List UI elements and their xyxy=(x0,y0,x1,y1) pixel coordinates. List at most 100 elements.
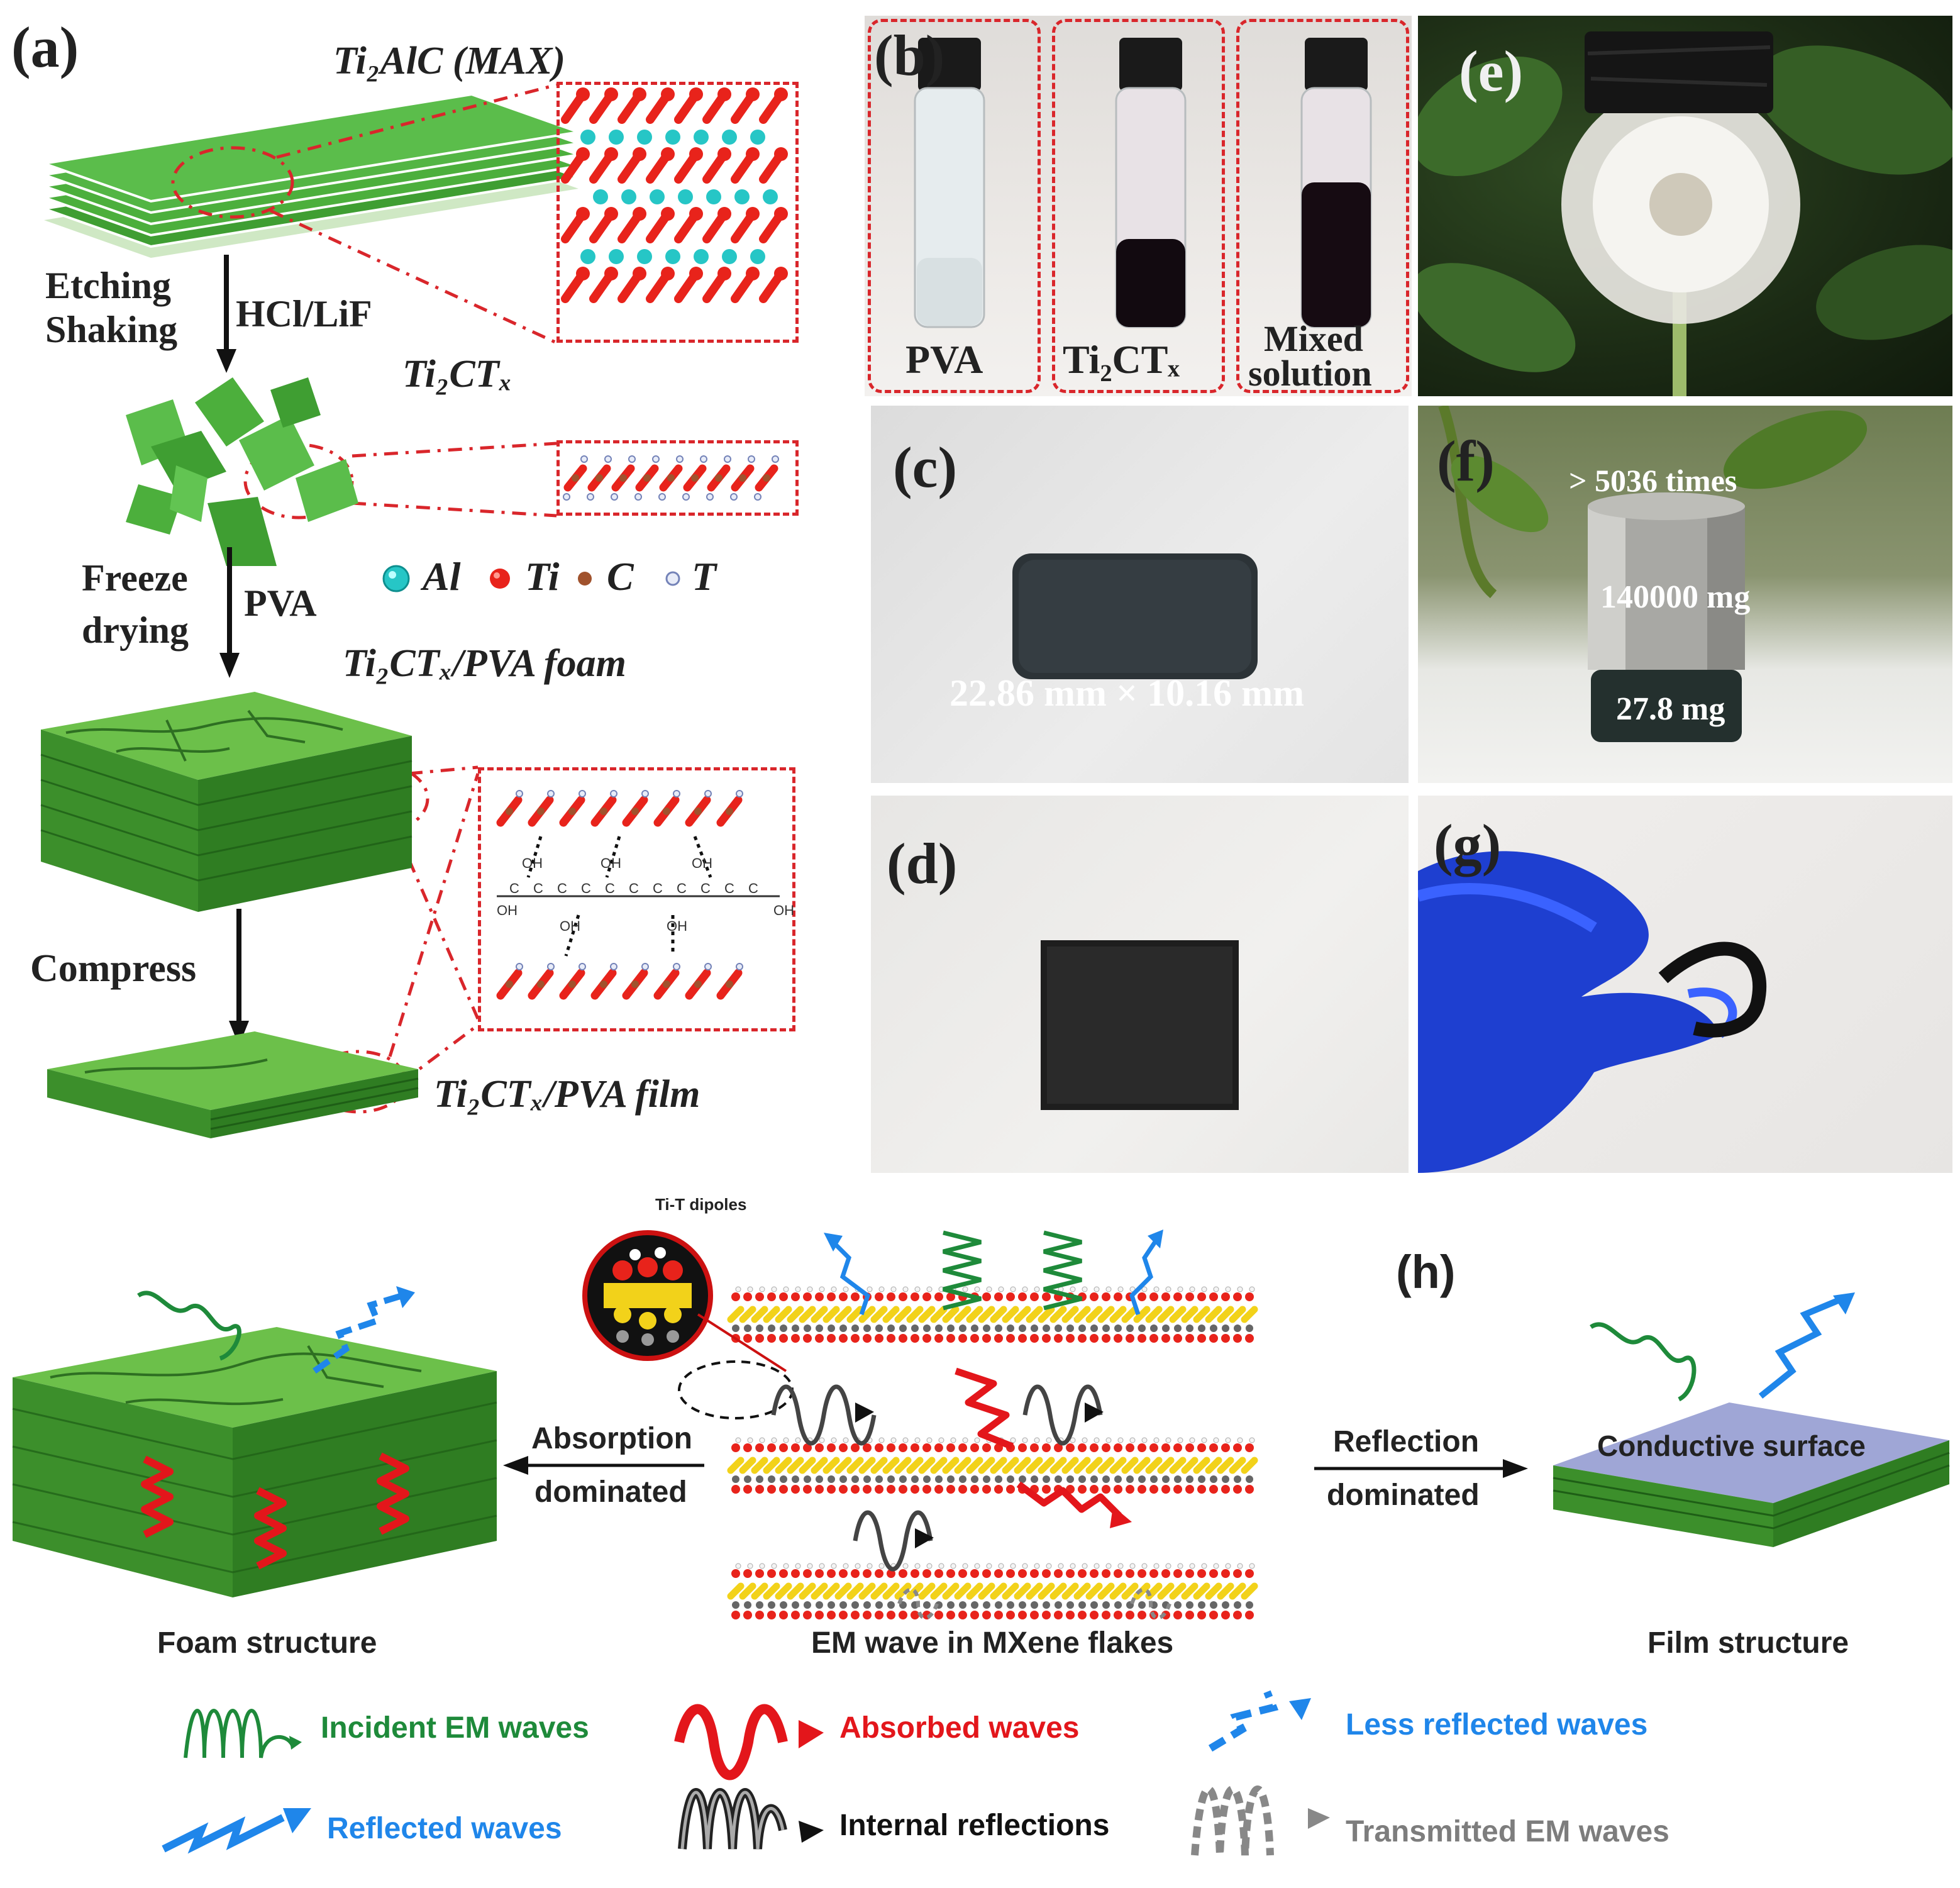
svg-text:OH: OH xyxy=(667,918,687,934)
svg-text:C: C xyxy=(677,880,687,896)
etching-label: Etching xyxy=(45,265,172,306)
vial-ti2ctx-frame xyxy=(1052,19,1225,393)
reflection-label: Reflection xyxy=(1333,1425,1480,1458)
vial-pva xyxy=(914,38,985,328)
svg-text:C: C xyxy=(533,880,543,896)
absorbed-wave-icon xyxy=(674,1704,824,1780)
svg-text:OH: OH xyxy=(560,918,580,934)
vial3-label-line1: Mixed xyxy=(1264,318,1363,359)
legend-reflected: Reflected waves xyxy=(327,1812,562,1845)
film-structure-illustration xyxy=(1553,1292,1950,1547)
panel-b-label: (b) xyxy=(874,23,945,87)
legend-incident: Incident EM waves xyxy=(321,1711,589,1745)
svg-text:OH: OH xyxy=(522,855,543,871)
svg-text:OH: OH xyxy=(692,855,712,871)
legend-c: C xyxy=(607,554,634,599)
panel-e-label: (e) xyxy=(1459,39,1524,103)
foam-title: Ti₂CTₓ/PVA foam xyxy=(343,642,626,685)
mxene-flakes xyxy=(126,377,358,566)
legend-ti: Ti xyxy=(525,554,560,599)
pva-label: PVA xyxy=(244,582,317,624)
vial3-label-line2: solution xyxy=(1248,353,1372,394)
foam-block xyxy=(40,692,412,912)
dipoles-label: Ti-T dipoles xyxy=(655,1195,747,1214)
panel-h-label: (h) xyxy=(1396,1246,1456,1298)
panel-d-label: (d) xyxy=(887,831,958,896)
panel-c-photo xyxy=(871,406,1409,783)
legend-less-reflected: Less reflected waves xyxy=(1346,1708,1648,1741)
panel-g-photo xyxy=(1418,796,1952,1173)
max-crystal-structure xyxy=(561,87,788,303)
hcl-lif-label: HCl/LiF xyxy=(236,293,372,335)
svg-text:OH: OH xyxy=(497,902,518,918)
mxene-layer-structure xyxy=(563,455,779,501)
max-title: Ti₂AlC (MAX) xyxy=(333,40,565,82)
panel-a-label: (a) xyxy=(11,15,79,79)
svg-text:C: C xyxy=(629,880,639,896)
absorption-dominated-label: dominated xyxy=(534,1475,687,1509)
arrow-absorption xyxy=(503,1456,704,1475)
panel-e-photo xyxy=(1418,16,1952,396)
film-sheet xyxy=(47,1031,419,1138)
mxene-layer-box xyxy=(556,440,799,516)
less-reflected-wave-icon xyxy=(1208,1690,1311,1752)
ti-atom-icon xyxy=(490,569,510,589)
compress-label: Compress xyxy=(30,947,197,990)
svg-text:C: C xyxy=(724,880,734,896)
drying-label: drying xyxy=(82,609,189,651)
pva-bond-box xyxy=(478,767,795,1031)
freeze-label: Freeze xyxy=(82,557,188,599)
max-crystal-box xyxy=(556,82,799,343)
vial1-label: PVA xyxy=(905,337,983,382)
svg-text:OH: OH xyxy=(773,902,794,918)
vial2-label: Ti₂CTₓ xyxy=(1063,337,1180,382)
svg-text:C: C xyxy=(653,880,663,896)
weight-label: 140000 mg xyxy=(1600,579,1751,615)
em-caption: EM wave in MXene flakes xyxy=(811,1626,1174,1660)
svg-text:OH: OH xyxy=(601,855,621,871)
svg-text:C: C xyxy=(509,880,519,896)
legend-absorbed: Absorbed waves xyxy=(839,1711,1080,1745)
vial-mixed-frame xyxy=(1236,19,1409,393)
svg-text:C: C xyxy=(557,880,567,896)
foam-structure-illustration xyxy=(12,1286,497,1597)
legend-transmitted: Transmitted EM waves xyxy=(1346,1815,1669,1848)
arrow-etching xyxy=(216,255,236,373)
legend-t: T xyxy=(692,554,717,599)
vial-mixed xyxy=(1300,38,1372,328)
sample-size-label: 22.86 mm × 10.16 mm xyxy=(950,672,1305,714)
film-title: Ti₂CTₓ/PVA film xyxy=(434,1073,700,1116)
reflection-dominated-label: dominated xyxy=(1327,1479,1480,1512)
absorption-label: Absorption xyxy=(531,1422,692,1455)
legend-internal: Internal reflections xyxy=(839,1809,1110,1842)
panel-f-photo xyxy=(1418,406,1952,783)
arrow-compress xyxy=(229,909,249,1046)
mxene-title: Ti₂CTₓ xyxy=(402,353,512,396)
shaking-label: Shaking xyxy=(45,309,178,350)
svg-text:C: C xyxy=(581,880,591,896)
vial-ti2ctx xyxy=(1115,38,1187,328)
mxene-flakes-illustration xyxy=(582,1230,1258,1620)
arrow-freeze xyxy=(219,547,240,678)
reflected-wave-icon xyxy=(162,1808,311,1854)
t-atom-icon xyxy=(665,571,680,586)
transmitted-wave-icon xyxy=(1191,1785,1330,1856)
arrow-reflection xyxy=(1314,1459,1528,1478)
svg-text:C: C xyxy=(605,880,615,896)
foam-caption: Foam structure xyxy=(157,1626,377,1660)
film-caption: Film structure xyxy=(1647,1626,1849,1660)
internal-reflection-icon xyxy=(678,1788,824,1850)
vial-pva-frame xyxy=(868,19,1041,393)
panel-g-label: (g) xyxy=(1434,813,1502,877)
sample-mass-label: 27.8 mg xyxy=(1616,691,1725,727)
legend-al: Al xyxy=(423,554,461,599)
svg-text:C: C xyxy=(700,880,711,896)
al-atom-icon xyxy=(382,565,410,592)
svg-text:C: C xyxy=(748,880,758,896)
c-atom-icon xyxy=(578,572,592,586)
incident-wave-icon xyxy=(184,1709,302,1758)
cycles-label: > 5036 times xyxy=(1569,463,1737,498)
panel-c-label: (c) xyxy=(893,435,958,499)
